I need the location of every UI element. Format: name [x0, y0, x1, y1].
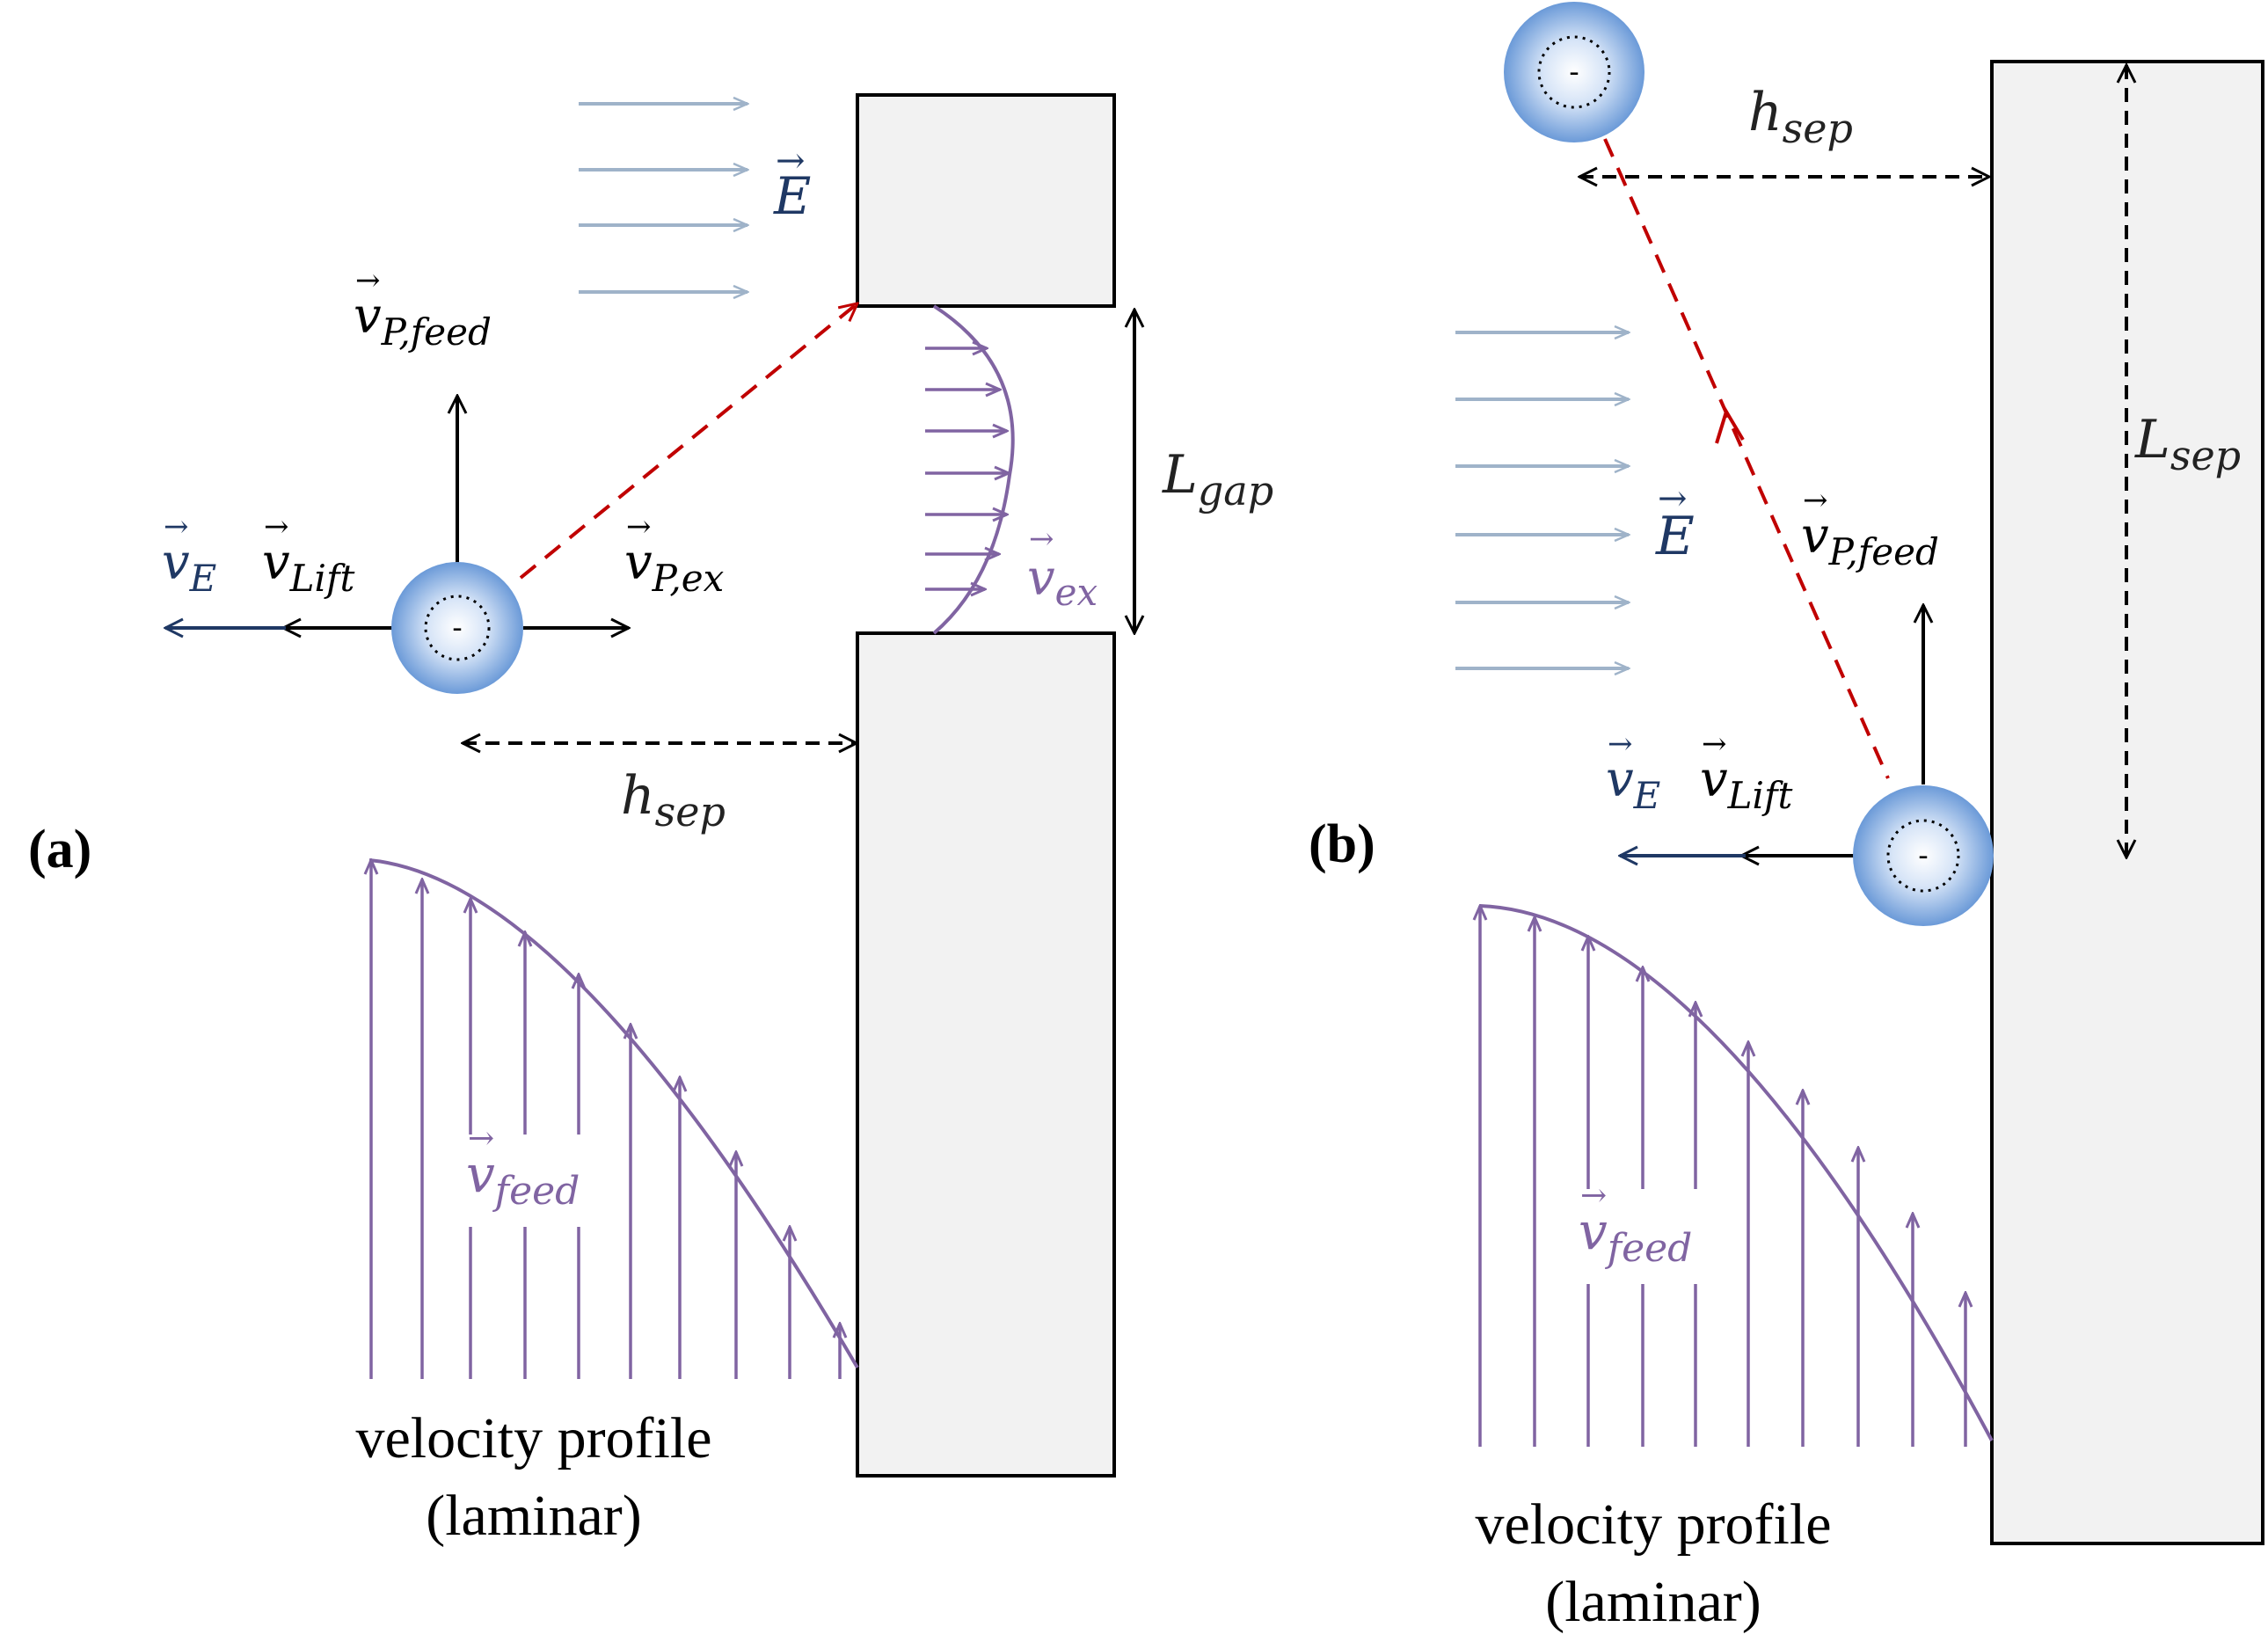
- v-p-feed-label-b: vP,feed: [1801, 507, 1939, 573]
- upper-electrode-a: [856, 93, 1116, 308]
- v-feed-accent-b: →: [1580, 1178, 1607, 1214]
- field-symbol-a: E: [773, 166, 811, 226]
- panel-label-b: (b): [1309, 814, 1375, 874]
- caption-line1-b: velocity profile: [1475, 1492, 1831, 1557]
- v-lift-accent-b: →: [1702, 726, 1727, 762]
- v-p-ex-label: vP,ex: [624, 534, 725, 600]
- panel-label-a: (a): [28, 820, 91, 879]
- v-p-feed-accent-a: →: [355, 263, 381, 298]
- particle-bottom-charge-b: -: [1918, 838, 1929, 873]
- trajectory-b: [1603, 138, 1890, 779]
- feed-profile-curve-a: [368, 858, 859, 1369]
- l-gap-label: Lgap: [1162, 444, 1273, 514]
- lower-electrode-a: [856, 631, 1116, 1478]
- field-arrows-a: [579, 104, 747, 292]
- trajectory-b-arrowhead: [1715, 407, 1745, 444]
- l-sep-label: Lsep: [2134, 409, 2241, 479]
- field-arrows-b: [1455, 332, 1629, 668]
- particle-top-charge-b: -: [1569, 55, 1579, 90]
- l-sep-backdrop: [2130, 406, 2257, 485]
- particle-top-b: -: [1504, 2, 1644, 142]
- particle-charge-a: -: [452, 610, 463, 646]
- field-vec-accent-a: →: [776, 141, 806, 181]
- v-e-label-a: vE: [162, 534, 216, 600]
- feed-profile-curve-b: [1479, 904, 1994, 1441]
- h-sep-label-b: hsep: [1748, 82, 1853, 152]
- panel-b: Lsep - hsep E → vP,feed →: [1309, 2, 2264, 1634]
- v-e-label-b: vE: [1606, 751, 1660, 817]
- gap-profile-curve: [932, 304, 1015, 635]
- particle-bottom-b: -: [1853, 785, 1994, 926]
- v-feed-label-a: vfeed: [466, 1144, 580, 1214]
- v-p-feed-label-a: vP,feed: [354, 288, 492, 354]
- v-feed-backdrop-b: [1570, 1189, 1737, 1284]
- particle-a: -: [391, 562, 523, 694]
- v-lift-label-b: vLift: [1700, 751, 1793, 817]
- v-e-accent-a: →: [164, 509, 189, 544]
- v-lift-accent-a: →: [264, 509, 289, 544]
- trajectory-a: [519, 303, 857, 580]
- feed-profile-arrows-b: [1480, 906, 1965, 1447]
- h-sep-label-a: hsep: [621, 765, 726, 835]
- feed-profile-arrows-a: [371, 860, 840, 1379]
- v-p-ex-accent: →: [626, 509, 652, 544]
- v-lift-label-a: vLift: [262, 534, 355, 600]
- v-p-feed-accent-b: →: [1803, 483, 1828, 518]
- gap-profile-arrows: [925, 348, 1009, 589]
- v-feed-backdrop-a: [457, 1135, 616, 1227]
- caption-line1-a: velocity profile: [355, 1406, 711, 1470]
- v-ex-accent: →: [1029, 522, 1054, 557]
- v-e-accent-b: →: [1608, 726, 1633, 762]
- caption-line2-b: (laminar): [1545, 1570, 1761, 1634]
- caption-line2-a: (laminar): [426, 1484, 642, 1548]
- v-feed-accent-a: →: [468, 1120, 494, 1156]
- v-feed-label-b: vfeed: [1579, 1201, 1692, 1271]
- v-ex-label: vex: [1027, 550, 1098, 614]
- field-vec-accent-b: →: [1658, 478, 1688, 519]
- panel-a: E → vex → Lgap - vP,: [28, 93, 1273, 1548]
- field-symbol-b: E: [1655, 506, 1695, 567]
